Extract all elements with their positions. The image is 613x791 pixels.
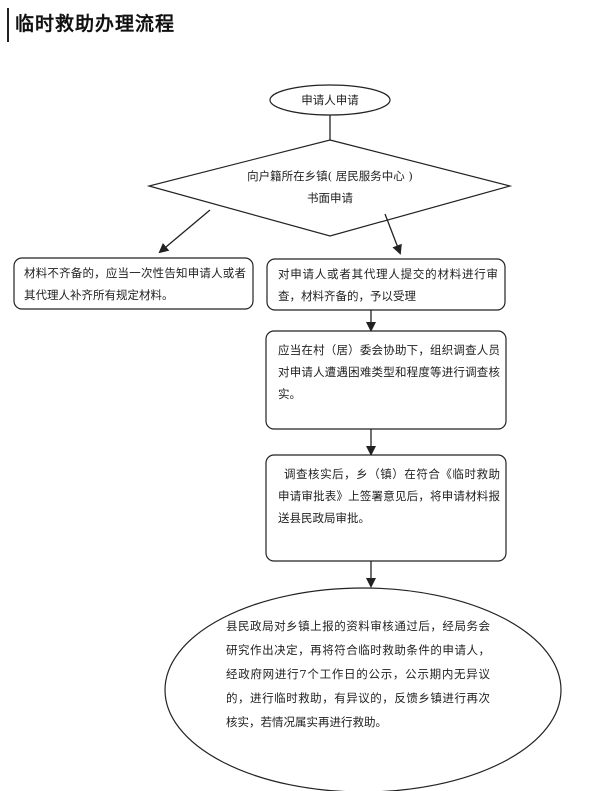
decision-label-line1: 向户籍所在乡镇( 居民服务中心 )	[247, 169, 413, 183]
accept-text: 对申请人或者其代理人提交的材料进行审查，材料齐备的，予以受理	[278, 267, 498, 303]
arrow-decision-to-accept	[384, 213, 402, 255]
final-ellipse	[164, 587, 562, 791]
final-text: 县民政局对乡镇上报的资料审核通过后，经局务会研究作出决定，再将符合临时救助条件的…	[226, 619, 490, 729]
title-block: 临时救助办理流程	[7, 8, 175, 42]
accept-box	[266, 258, 506, 311]
review-box	[265, 454, 507, 562]
investigate-box	[265, 330, 507, 430]
page-title: 临时救助办理流程	[15, 13, 176, 35]
investigate-text: 应当在村（居）委会协助下，组织调查人员对申请人遭遇困难类型和程度等进行调查核实。	[278, 343, 500, 401]
decision-label-line2: 书面申请	[307, 191, 353, 205]
reject-box	[13, 257, 254, 310]
review-text: 调查核实后，乡（镇）在符合《临时救助申请审批表》上签署意见后，将申请材料报送县民…	[278, 467, 500, 525]
start-label: 申请人申请	[301, 93, 359, 107]
reject-text: 材料不齐备的，应当一次性告知申请人或者其代理人补齐所有规定材料。	[24, 266, 246, 302]
arrow-decision-to-reject	[158, 209, 211, 254]
decision-diamond	[146, 139, 513, 237]
